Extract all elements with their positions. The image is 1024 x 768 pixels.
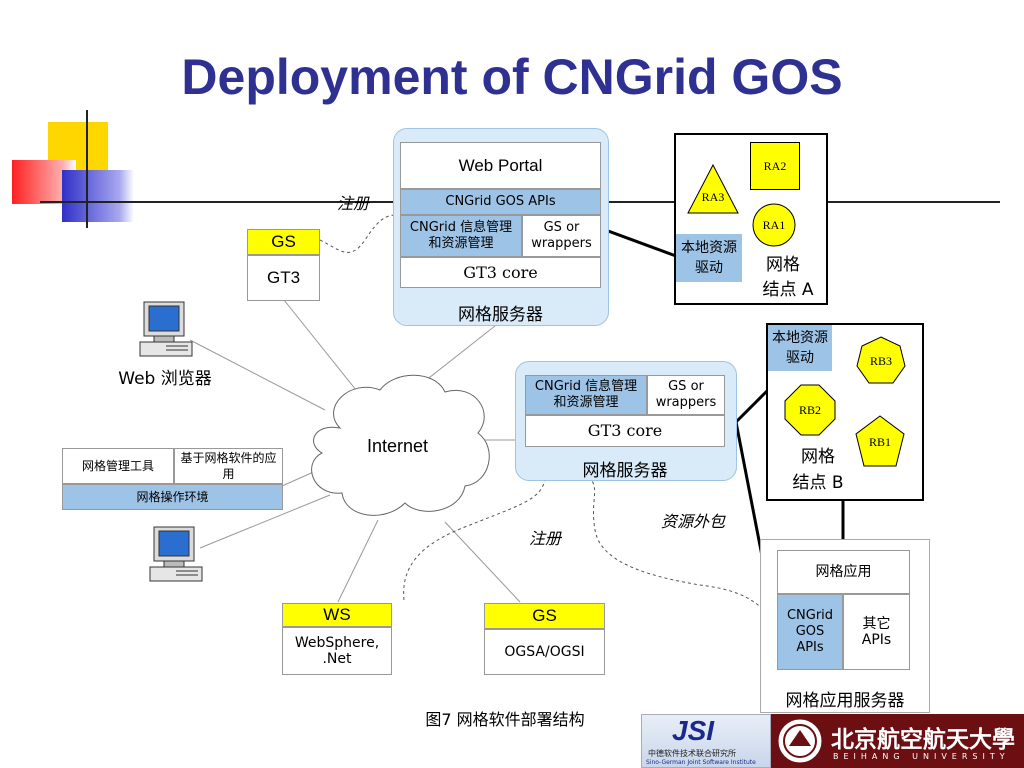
internet-label: Internet [366,436,429,456]
mid-gs-wrappers-layer: GS or wrappers [647,375,725,415]
ws-box-top: WS [282,603,392,627]
gs-ogsa-bottom: OGSA/OGSI [484,629,605,675]
grid-apps-cell: 基于网格软件的应用 [174,448,283,484]
ra3-label: RA3 [701,189,725,204]
register-label-mid: 注册 [528,529,561,548]
top-server-caption: 网格服务器 [458,305,543,325]
web-browser-label: Web 浏览器 [118,369,212,389]
jsi-logo-sub-cn: 中德软件技术联合研究所 [648,749,736,758]
gt3-core-layer: GT3 core [400,257,601,288]
ra3-triangle-icon [687,163,739,214]
rb1-label: RB1 [868,434,891,449]
internet-cloud-icon [311,374,490,516]
mid-mgmt-layer: CNGrid 信息管理和资源管理 [525,375,647,415]
rb3-label: RB3 [869,353,892,368]
other-apis-cell: 其它 APIs [843,594,910,670]
mgmt-tool-cell: 网格管理工具 [62,448,174,484]
jsi-logo-text: JSI [672,715,715,746]
jsi-logo-sub-en: Sino-German Joint Software Institute [646,759,756,766]
figure-caption: 图7 网格软件部署结构 [425,710,585,729]
rb2-octagon-icon [784,384,836,436]
rb1-pentagon-icon [855,415,905,467]
ra2-badge: RA2 [750,142,800,190]
mid-gt3-core-layer: GT3 core [525,415,725,447]
beihang-name-en: BEIHANG UNIVERSITY [833,752,1010,761]
jsi-logo: JSI 中德软件技术联合研究所 Sino-German Joint Softwa… [641,714,771,768]
gs-gt3-bottom: GT3 [247,255,320,301]
ra1-label: RA1 [762,217,786,232]
decor-vertical-line [86,110,88,228]
node-a-caption-2: 结点 A [762,280,814,300]
gos-apis-layer: CNGrid GOS APIs [400,189,601,215]
decor-blue-square [62,170,134,222]
app-server-caption: 网格应用服务器 [785,691,905,711]
register-label-top: 注册 [336,194,369,213]
node-b-caption-1: 网格 [801,447,835,467]
outsourcing-label: 资源外包 [660,512,725,531]
node-a-caption-1: 网格 [766,255,800,275]
mgmt-layer: CNGrid 信息管理和资源管理 [400,215,522,257]
computer-icon [139,301,193,357]
ra1-circle-icon [752,203,796,247]
node-a-driver: 本地资源驱动 [676,234,742,282]
web-portal-layer: Web Portal [400,142,601,189]
gs-wrappers-layer: GS or wrappers [522,215,601,257]
gos-apis-cell: CNGrid GOS APIs [777,594,843,670]
beihang-logo: 北京航空航天大學 BEIHANG UNIVERSITY [771,714,1024,768]
beihang-name-cn: 北京航空航天大學 [831,727,1015,753]
gs-ogsa-top: GS [484,603,605,629]
node-b-caption-2: 结点 B [792,473,844,493]
ops-env-cell: 网格操作环境 [62,484,283,510]
node-b-driver: 本地资源驱动 [768,325,832,371]
mid-server-caption: 网格服务器 [582,461,668,481]
grid-app-cell: 网格应用 [777,550,910,594]
rb3-heptagon-icon [856,336,906,384]
gs-gt3-top: GS [247,229,320,255]
page-title: Deployment of CNGrid GOS [181,49,843,105]
computer-icon [149,526,203,582]
ws-box-bottom: WebSphere, .Net [282,627,392,675]
rb2-label: RB2 [798,402,821,417]
beihang-seal-icon [778,719,822,763]
